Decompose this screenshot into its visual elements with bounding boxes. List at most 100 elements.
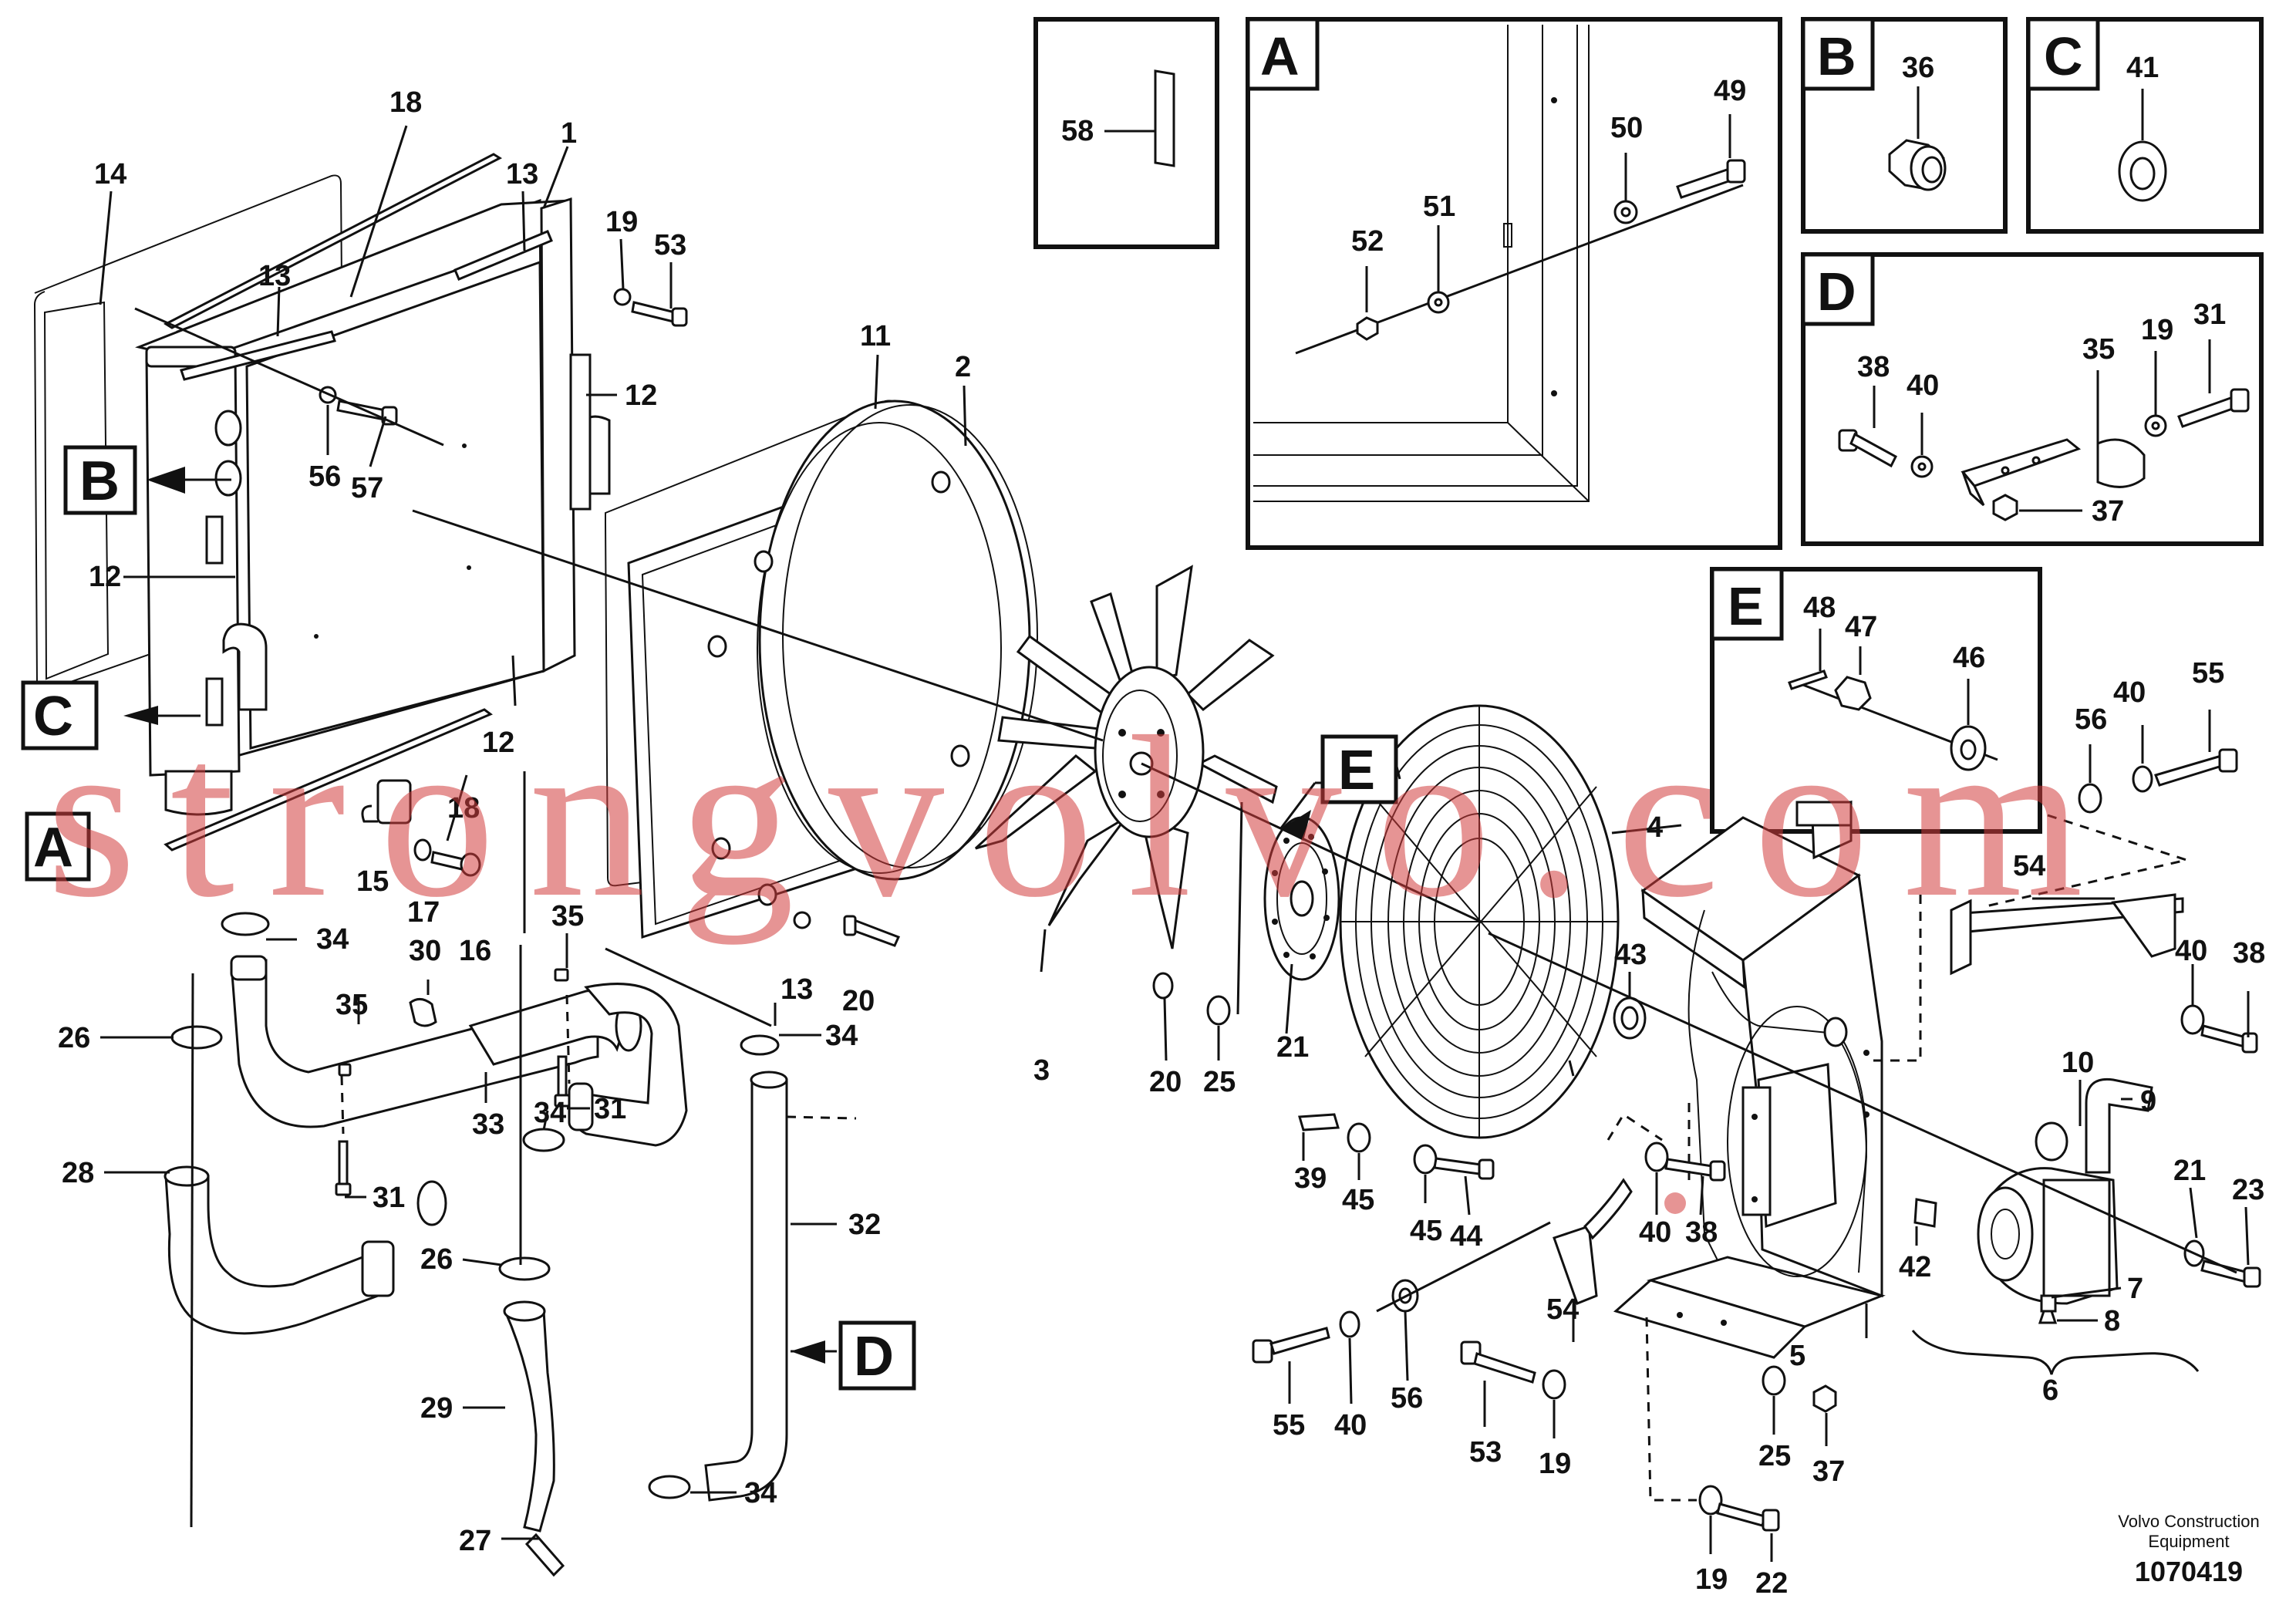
callout-C: C	[33, 686, 73, 747]
label-49: 49	[1714, 75, 1746, 107]
label-5: 5	[1789, 1340, 1805, 1372]
brand-line-1: Volvo Construction	[2118, 1512, 2259, 1531]
label-57: 57	[351, 472, 383, 504]
inset-D: D 38 40 35 19 31 37	[1801, 252, 2264, 546]
label-41: 41	[2126, 52, 2159, 84]
label-43: 43	[1614, 939, 1647, 971]
label-30: 30	[409, 935, 441, 967]
label-48: 48	[1803, 592, 1836, 624]
inset-letter-A: A	[1260, 26, 1300, 86]
drawing-number: 1070419	[2135, 1556, 2243, 1587]
label-34-bottom: 34	[744, 1477, 777, 1509]
label-36: 36	[1902, 52, 1934, 84]
label-37: 37	[2092, 495, 2124, 528]
label-53-bottom: 53	[1469, 1436, 1502, 1469]
label-13-left: 13	[258, 260, 291, 292]
label-21-left: 21	[1276, 1031, 1309, 1064]
label-8: 8	[2104, 1305, 2120, 1337]
label-35-top: 35	[551, 900, 584, 932]
label-56-top: 56	[2075, 703, 2107, 736]
label-26-bottom: 26	[420, 1243, 453, 1276]
inset-E: E 48 47 46	[1710, 567, 2042, 834]
label-4: 4	[1647, 811, 1663, 844]
callout-D: D	[854, 1326, 894, 1388]
label-14: 14	[94, 158, 126, 191]
label-31: 31	[2193, 298, 2226, 331]
label-33: 33	[472, 1108, 504, 1141]
label-53-top: 53	[654, 229, 686, 261]
label-20-top: 20	[842, 985, 875, 1017]
label-19-top: 19	[605, 206, 638, 238]
label-37: 37	[1812, 1455, 1845, 1488]
callout-boxes: B C A D E	[21, 445, 1398, 1391]
label-56-bottom: 56	[1391, 1382, 1423, 1415]
label-18-bottom: 18	[447, 792, 480, 824]
label-11: 11	[860, 320, 891, 352]
label-7: 7	[2127, 1273, 2143, 1305]
label-42: 42	[1899, 1251, 1931, 1283]
inset-B: B 36	[1801, 17, 2008, 234]
leader-lines	[99, 125, 2250, 1562]
inset-C: C 41	[2026, 17, 2264, 234]
label-47: 47	[1845, 611, 1877, 643]
callout-A: A	[33, 817, 73, 878]
label-16: 16	[459, 935, 491, 967]
label-21-right: 21	[2173, 1155, 2206, 1187]
label-45-left: 45	[1342, 1184, 1374, 1216]
brand-line-2: Equipment	[2148, 1532, 2229, 1551]
label-1: 1	[561, 117, 577, 150]
label-34-right: 34	[825, 1020, 858, 1052]
label-13-right: 13	[506, 158, 538, 191]
label-40-top: 40	[2113, 676, 2146, 709]
label-13-shroud: 13	[781, 973, 813, 1006]
label-39: 39	[1294, 1162, 1327, 1195]
shroud-bracket	[1298, 748, 2261, 1375]
label-50: 50	[1610, 112, 1643, 144]
label-28: 28	[62, 1157, 94, 1189]
label-40-mid: 40	[1639, 1216, 1671, 1249]
label-9: 9	[2140, 1085, 2156, 1118]
label-22: 22	[1755, 1567, 1788, 1600]
label-18-top: 18	[389, 86, 422, 119]
label-19-mid: 19	[1539, 1448, 1571, 1480]
label-54-top: 54	[2013, 850, 2045, 882]
label-38: 38	[1857, 351, 1890, 383]
label-38-mid: 38	[1685, 1216, 1718, 1249]
inset-letter-D: D	[1817, 261, 1856, 322]
label-40-bottom: 40	[1334, 1409, 1367, 1442]
label-44: 44	[1450, 1220, 1482, 1253]
inset-plain-58: 58	[1033, 17, 1219, 249]
fan-blades	[974, 565, 1278, 949]
label-32: 32	[848, 1209, 881, 1241]
inset-letter-C: C	[2044, 26, 2083, 86]
label-34-top: 34	[316, 923, 349, 956]
label-38-right: 38	[2233, 937, 2265, 969]
label-10: 10	[2062, 1047, 2094, 1079]
label-52: 52	[1351, 225, 1384, 258]
radiator-assembly	[33, 153, 688, 877]
label-46: 46	[1953, 642, 1985, 674]
label-54-bottom: 54	[1546, 1293, 1579, 1326]
callout-E: E	[1338, 740, 1375, 801]
label-35: 35	[2082, 333, 2115, 366]
label-27: 27	[459, 1525, 491, 1557]
label-6: 6	[2042, 1374, 2058, 1407]
label-20-bottom: 20	[1149, 1066, 1182, 1098]
label-29: 29	[420, 1392, 453, 1425]
lower-hardware	[1252, 1017, 1848, 1532]
footer-brand: Volvo Construction Equipment 1070419	[2118, 1512, 2259, 1587]
label-19-bottom: 19	[1695, 1563, 1728, 1596]
label-40-right: 40	[2175, 935, 2207, 967]
callout-B: B	[79, 450, 120, 512]
watermark-dot	[1664, 1192, 1686, 1214]
label-55-bottom: 55	[1273, 1409, 1305, 1442]
label-12-bottom: 12	[482, 727, 514, 759]
label-19: 19	[2141, 314, 2173, 346]
label-56-left: 56	[308, 460, 341, 493]
label-31-left: 31	[373, 1182, 405, 1214]
label-26-top: 26	[58, 1022, 90, 1054]
label-2: 2	[955, 351, 971, 383]
inset-letter-B: B	[1817, 26, 1856, 86]
inset-letter-E: E	[1728, 576, 1764, 636]
